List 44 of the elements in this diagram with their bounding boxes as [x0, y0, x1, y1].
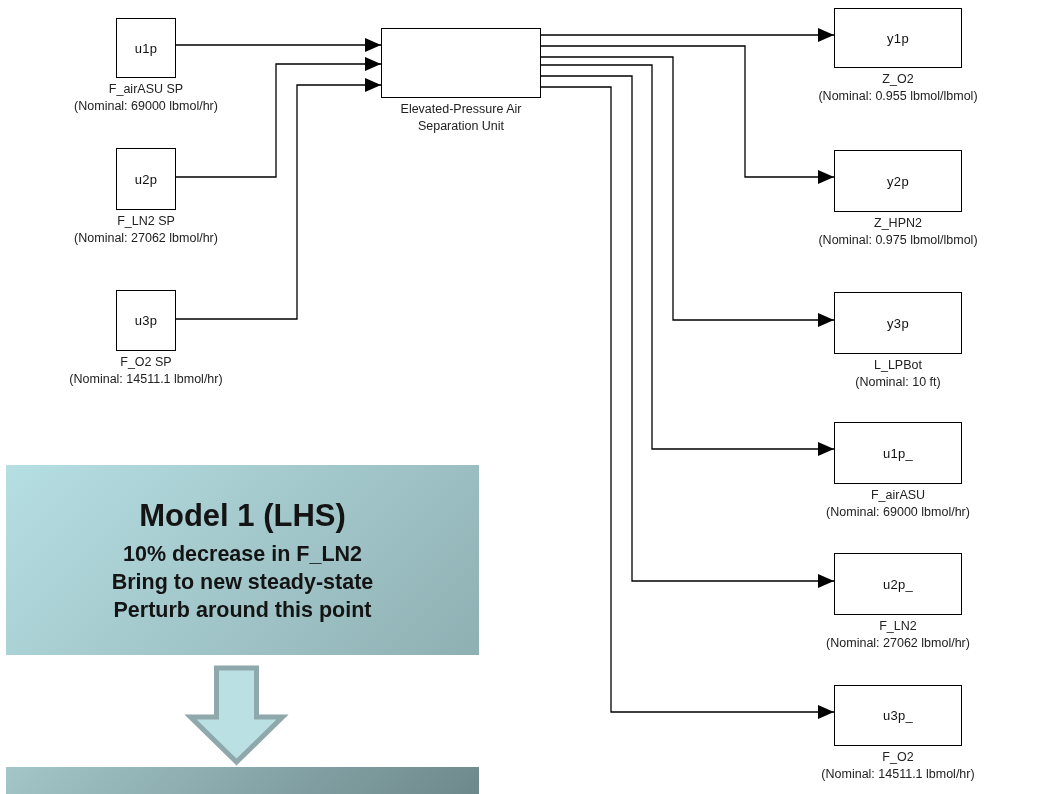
- block-caption: (Nominal: 0.975 lbmol/lbmol): [818, 232, 978, 249]
- block-arrow: [184, 665, 289, 766]
- block-caption: Z_O2: [882, 71, 914, 88]
- block-caption: F_O2 SP: [120, 354, 172, 371]
- block-caption: (Nominal: 27062 lbmol/hr): [826, 635, 970, 652]
- block-caption: F_LN2: [879, 618, 917, 635]
- block-caption: (Nominal: 14511.1 lbmol/hr): [69, 371, 223, 388]
- block-caption: F_O2: [882, 749, 914, 766]
- block-caption: F_airASU SP: [108, 81, 184, 98]
- block-caption: (Nominal: 14511.1 lbmol/hr): [821, 766, 975, 783]
- block-caption: F_LN2 SP: [117, 213, 175, 230]
- arrow: [540, 64, 835, 456]
- panel-text: Perturb around this point: [113, 597, 372, 624]
- signal-block: u2p_: [834, 553, 962, 615]
- panel-heading: Model 1 (LHS): [139, 497, 346, 535]
- block-caption: (Nominal: 27062 lbmol/hr): [74, 230, 218, 247]
- signal-block: u1p_: [834, 422, 962, 484]
- signal-block: y1p: [834, 8, 962, 68]
- arrow: [540, 45, 835, 184]
- arrow: [540, 56, 835, 327]
- simulation-block: [381, 28, 541, 98]
- panel-text: Bring to new steady-state: [111, 569, 374, 596]
- arrow: [175, 78, 382, 320]
- block-caption: Z_HPN2: [874, 215, 922, 232]
- panel-text: 10% decrease in F_LN2: [123, 541, 362, 568]
- signal-block: u3p: [116, 290, 176, 351]
- signal-block: y2p: [834, 150, 962, 212]
- arrow: [175, 38, 382, 52]
- block-caption: F_airASU: [870, 487, 926, 504]
- arrow: [540, 75, 835, 588]
- arrow: [540, 28, 835, 42]
- arrow: [540, 86, 835, 719]
- block-caption: (Nominal: 69000 lbmol/hr): [826, 504, 970, 521]
- block-caption: Elevated-Pressure Air Separation Unit: [399, 101, 523, 135]
- signal-block: u2p: [116, 148, 176, 210]
- signal-block: y3p: [834, 292, 962, 354]
- block-caption: (Nominal: 69000 lbmol/hr): [74, 98, 218, 115]
- block-caption: (Nominal: 0.955 lbmol/lbmol): [818, 88, 978, 105]
- text-panel: [6, 465, 479, 655]
- signal-block: u3p_: [834, 685, 962, 746]
- block-caption: L_LPBot: [874, 357, 922, 374]
- arrow: [175, 57, 382, 178]
- signal-block: u1p: [116, 18, 176, 78]
- block-caption: (Nominal: 10 ft): [855, 374, 941, 391]
